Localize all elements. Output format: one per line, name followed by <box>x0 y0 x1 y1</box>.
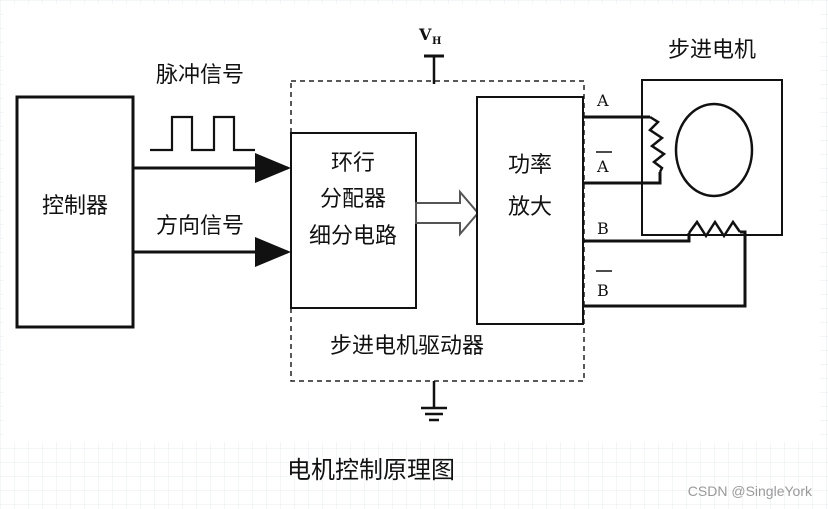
ground-icon <box>421 381 447 422</box>
coil-a-icon <box>648 115 667 173</box>
power-amp-box <box>476 96 584 325</box>
vcc-subscript: H <box>432 36 441 47</box>
diagram-caption: 电机控制原理图 <box>287 456 455 484</box>
phase-b-wire <box>583 233 691 243</box>
phase-b-bar-wire <box>583 230 747 308</box>
controller-label: 控制器 <box>42 194 108 219</box>
motor-label: 步进电机 <box>668 38 756 63</box>
watermark: CSDN @SingleYork <box>688 483 813 499</box>
pulse-signal-label: 脉冲信号 <box>156 63 244 88</box>
power-amp-line-2: 放大 <box>508 195 552 220</box>
rotor-circle <box>674 102 754 198</box>
coil-b-icon <box>687 219 742 239</box>
driver-label: 步进电机驱动器 <box>330 334 484 359</box>
ring-distributor-line-1: 环行 <box>331 151 375 176</box>
ring-distributor-box <box>290 132 417 309</box>
vcc-label: V <box>418 25 432 44</box>
power-amp-line-1: 功率 <box>508 153 552 178</box>
phase-b-bar-label: B <box>597 281 609 300</box>
phase-a-bar-wire <box>583 172 662 185</box>
phase-a-label: A <box>596 91 609 110</box>
stepper-motor-box <box>641 79 783 236</box>
direction-signal-label: 方向信号 <box>156 214 244 239</box>
ring-distributor-line-2: 分配器 <box>320 187 386 212</box>
hollow-arrow-icon <box>415 189 480 237</box>
phase-a-bar-label: A <box>596 157 609 176</box>
ring-distributor-line-3: 细分电路 <box>309 224 397 249</box>
pulse-waveform <box>150 115 255 152</box>
phase-b-label: B <box>597 219 609 238</box>
controller-box <box>15 95 135 329</box>
